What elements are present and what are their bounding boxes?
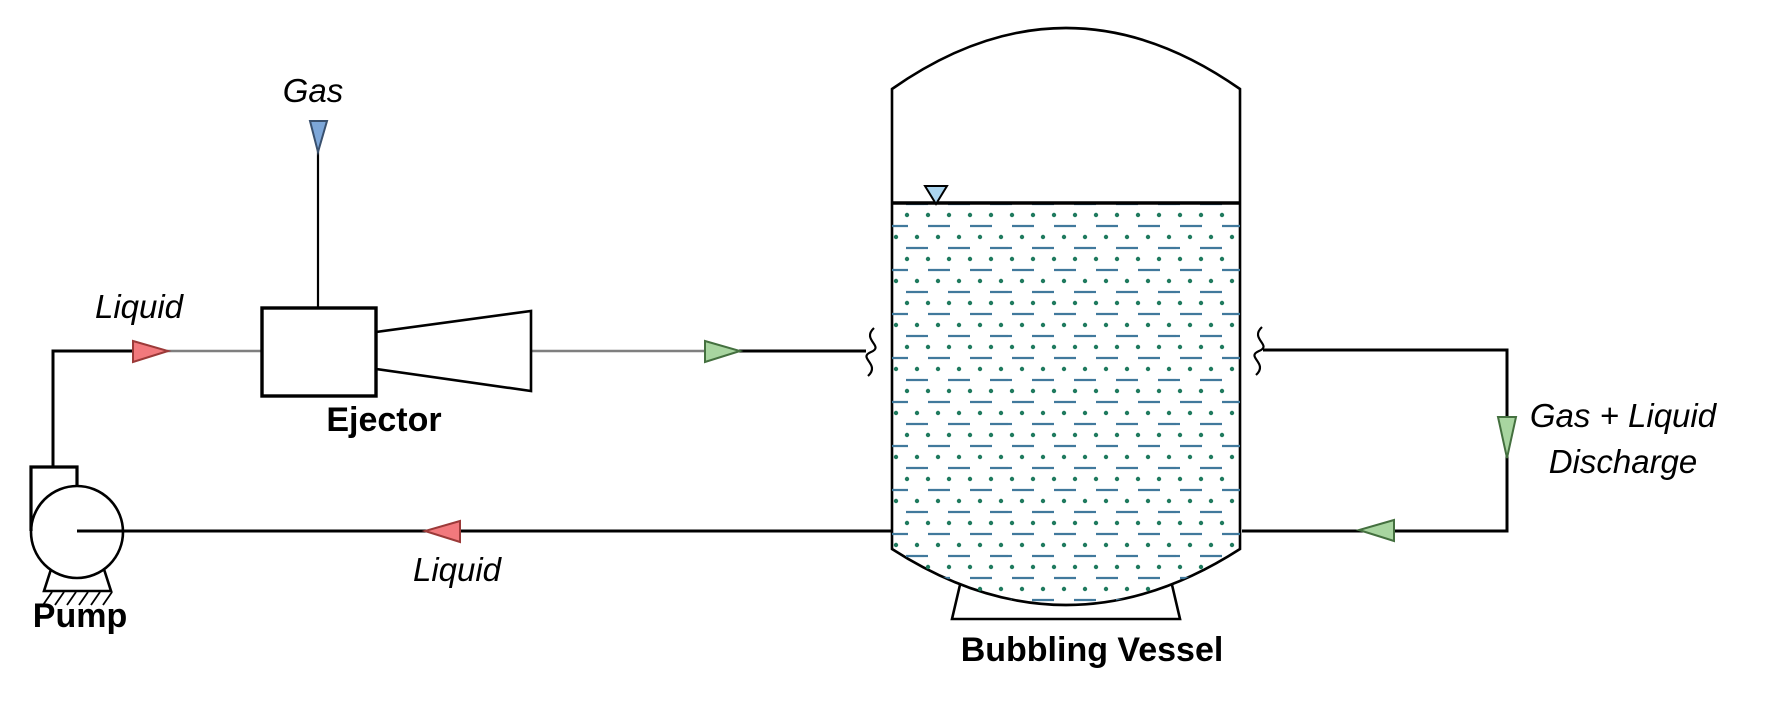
pump-base-hatch (66, 591, 77, 606)
pump-base-hatch (54, 591, 65, 606)
pump-base-hatch (90, 591, 101, 606)
line-break-icon-left (865, 327, 877, 377)
pump-base-hatch (42, 591, 53, 606)
pipe-discharge-loop (1242, 348, 1509, 533)
ejector-label: Ejector (326, 401, 442, 439)
gas-flow-arrow-icon (308, 120, 329, 156)
liquid-level-marker-icon (923, 185, 949, 206)
liquid-feed-label: Liquid (94, 288, 184, 325)
ejector-body (260, 306, 378, 398)
mixture-flow-arrow-icon (704, 339, 744, 364)
discharge-stream-label: Gas + Liquid Discharge (1530, 393, 1716, 485)
discharge-label-line1: Gas + Liquid (1529, 397, 1717, 434)
pump-symbol (29, 465, 125, 606)
discharge-label-line2: Discharge (1548, 443, 1698, 480)
pump-base-hatch (102, 591, 113, 606)
vessel-liquid-bubbling-region (892, 204, 1240, 605)
pump-base-hatch (78, 591, 89, 606)
pump-label: Pump (32, 597, 128, 635)
discharge-left-arrow-icon (1355, 518, 1395, 543)
pump-inlet-housing (29, 465, 79, 531)
ejector-symbol (260, 306, 533, 398)
discharge-down-arrow-icon (1496, 416, 1518, 459)
gas-stream-label: Gas (282, 72, 344, 109)
liquid-feed-arrow-icon (132, 339, 172, 364)
liquid-return-arrow-icon (421, 519, 461, 544)
liquid-return-label: Liquid (412, 551, 502, 588)
line-break-icon-right (1253, 326, 1265, 376)
ejector-diffuser-nozzle (374, 309, 533, 393)
bubbling-vessel-label: Bubbling Vessel (960, 631, 1224, 669)
pipe-pump-to-ejector (51, 349, 134, 467)
bubbling-vessel-symbol (890, 26, 1242, 621)
